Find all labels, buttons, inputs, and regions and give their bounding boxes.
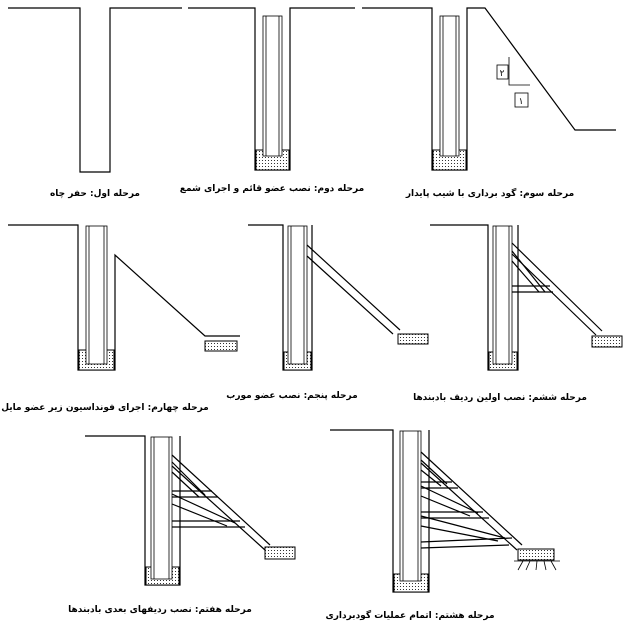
stage-8-completion: مرحله هشتم: اتمام عملیات گودبرداری bbox=[325, 429, 560, 621]
stage-4-foundation-pad bbox=[204, 340, 238, 352]
stage-5-caption: مرحله پنجم: نصب عضو مورب bbox=[226, 391, 357, 401]
stage-6-inclined-member bbox=[511, 242, 603, 336]
stage-7-inclined-member bbox=[171, 454, 271, 551]
stage-4-excavation-outline bbox=[8, 224, 240, 371]
stage-8-excavation-outline bbox=[330, 429, 430, 593]
stage-7-foundation-pad bbox=[264, 546, 296, 560]
stage-3-slope-label-vertical bbox=[496, 64, 509, 80]
stage-8-brace-2 bbox=[420, 485, 479, 517]
stage-1-caption: مرحله اول: حفر چاه bbox=[50, 189, 140, 199]
stage-5-foundation-pad bbox=[397, 333, 429, 345]
stage-6-caption: مرحله ششم: نصب اولین ردیف بادبندها bbox=[413, 393, 587, 403]
stage-6-first-bracing: مرحله ششم: نصب اولین ردیف بادبندها bbox=[413, 224, 623, 403]
stage-7-caption: مرحله هفتم: نصب ردیفهای بعدی بادبندها bbox=[68, 605, 252, 615]
stage-7-brace-2 bbox=[171, 493, 236, 527]
stage-8-brace-3 bbox=[420, 515, 506, 542]
stage-8-vertical-member bbox=[399, 430, 422, 582]
svg-text:۱: ۱ bbox=[519, 97, 524, 107]
stage-8-brace-1 bbox=[420, 459, 448, 487]
stage-6-horizontal-strut bbox=[512, 285, 553, 293]
stage-2-vertical-member bbox=[262, 15, 283, 157]
stage-4-vertical-member bbox=[85, 225, 108, 365]
svg-text:۲: ۲ bbox=[500, 69, 505, 79]
stage-3-slope-excavation: ۲ ۱ مرحله سوم: گود برداری با شیب پایدار bbox=[362, 7, 616, 199]
stage-7-excavation-outline bbox=[85, 435, 181, 586]
stage-7-vertical-member bbox=[150, 436, 173, 580]
stage-8-foundation-pad bbox=[517, 548, 555, 561]
stage-3-slope-label-horizontal bbox=[514, 92, 529, 108]
stage-4-caption: مرحله چهارم: اجرای فونداسیون زیر عضو مای… bbox=[1, 403, 209, 413]
stage-6-foundation-pad bbox=[591, 335, 623, 348]
stage-7-more-bracing: مرحله هفتم: نصب ردیفهای بعدی بادبندها bbox=[68, 435, 296, 615]
stage-3-excavation-outline bbox=[362, 7, 616, 171]
stage-8-caption: مرحله هشتم: اتمام عملیات گودبرداری bbox=[325, 609, 494, 621]
stage-7-strut-2 bbox=[172, 520, 245, 528]
stage-6-vertical-member bbox=[492, 225, 513, 365]
stage-7-brace-1 bbox=[171, 461, 206, 498]
stage-5-inclined-member bbox=[306, 244, 401, 335]
stage-5-excavation-outline bbox=[248, 224, 313, 371]
stage-8-strut-2 bbox=[421, 511, 489, 519]
stage-2-caption: مرحله دوم: نصب عضو قائم و اجرای شمع bbox=[180, 184, 364, 194]
stage-2-vertical-member: مرحله دوم: نصب عضو قائم و اجرای شمع bbox=[180, 7, 364, 194]
stage-8-strut-3 bbox=[420, 537, 513, 549]
stage-6-diagonal-brace bbox=[511, 250, 546, 293]
stage-8-inclined-member bbox=[420, 451, 523, 551]
stage-1-excavation-outline bbox=[8, 7, 182, 173]
stage-5-vertical-member bbox=[287, 225, 308, 365]
stage-3-slope-triangle bbox=[508, 57, 530, 86]
stage-6-excavation-outline bbox=[430, 224, 519, 371]
stage-1-well-excavation: مرحله اول: حفر چاه bbox=[8, 7, 182, 199]
stage-8-ground-hatch bbox=[514, 560, 560, 571]
stage-4-foundation: مرحله چهارم: اجرای فونداسیون زیر عضو مای… bbox=[1, 224, 240, 413]
stage-3-vertical-member bbox=[439, 15, 460, 157]
stage-5-inclined-member: مرحله پنجم: نصب عضو مورب bbox=[226, 224, 429, 401]
stage-3-caption: مرحله سوم: گود برداری با شیب پایدار bbox=[405, 187, 574, 199]
